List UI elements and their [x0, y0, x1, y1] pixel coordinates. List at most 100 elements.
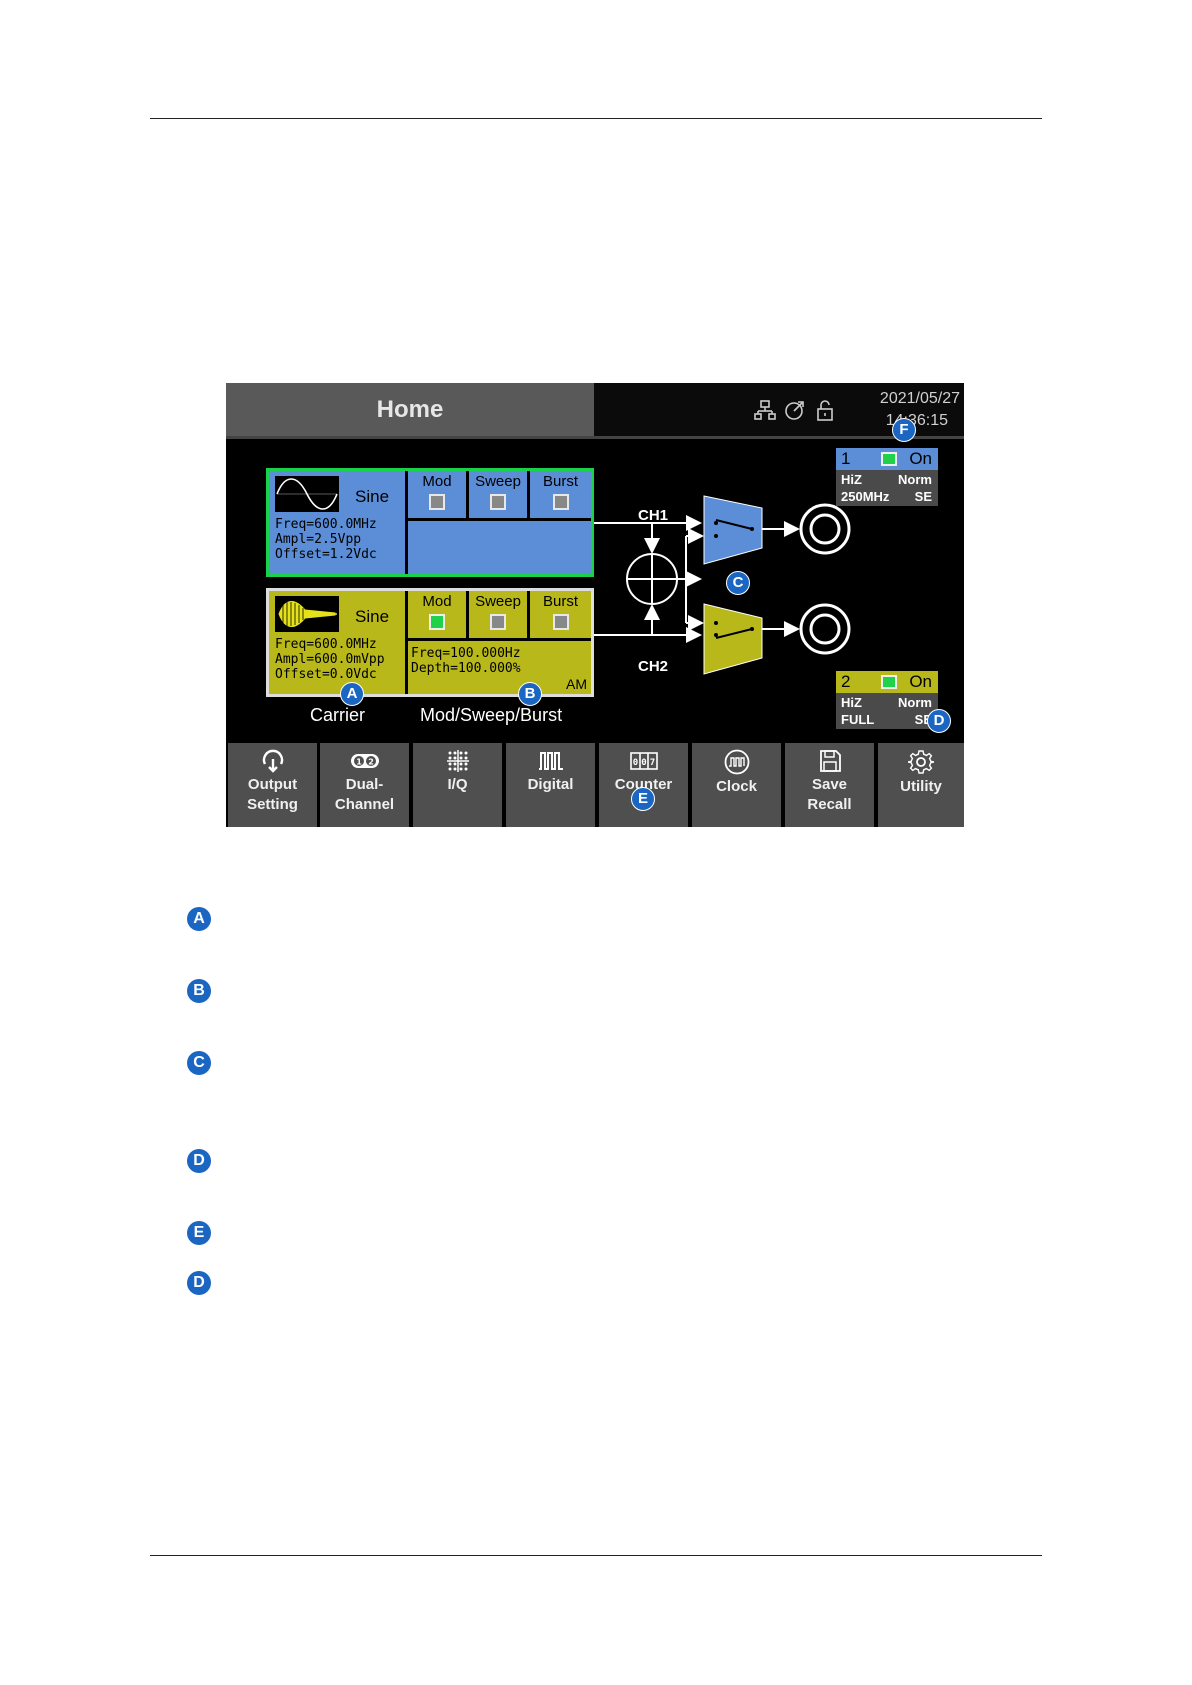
dual-channel-label2: Channel [334, 796, 395, 813]
iq-label: I/Q [447, 776, 468, 793]
counter-button[interactable]: 0 0 7 Counter [599, 743, 688, 827]
ch2-label: CH2 [638, 658, 669, 675]
marker-a: A [340, 682, 364, 706]
out2-load: HiZ [841, 695, 862, 710]
ch2-sweep-checkbox[interactable] [490, 614, 506, 630]
output2-status[interactable]: 2 On HiZ Norm FULL SE [836, 671, 938, 729]
legend-marker-b: B [187, 979, 211, 1003]
modulated-wave-icon [275, 596, 339, 632]
dual-channel-button[interactable]: 1 2 Dual- Channel [320, 743, 409, 827]
ch1-sweep-toggle[interactable]: Sweep [469, 471, 530, 521]
mod-label: Mod [422, 593, 452, 610]
out2-mode: Norm [898, 695, 932, 710]
ch1-offset: Offset=1.2Vdc [275, 547, 377, 562]
ch2-burst-toggle[interactable]: Burst [530, 591, 591, 641]
gear-icon [908, 750, 934, 774]
out2-bandwidth: FULL [841, 712, 875, 727]
marker-d: D [927, 709, 951, 733]
title-bar: Home [226, 383, 594, 436]
output-setting-label1: Output [247, 776, 298, 793]
instrument-screen: Home 2021/05/27 14:36:15 [226, 383, 964, 827]
sine-wave-icon [275, 476, 339, 512]
svg-text:0: 0 [641, 758, 646, 768]
header-divider [226, 436, 964, 439]
legend-marker-c: C [187, 1051, 211, 1075]
ch1-carrier[interactable]: Sine Freq=600.0MHz Ampl=2.5Vpp Offset=1.… [269, 471, 408, 574]
digital-label: Digital [527, 776, 574, 793]
ch2-sweep-toggle[interactable]: Sweep [469, 591, 530, 641]
ch2-burst-checkbox[interactable] [552, 614, 569, 630]
top-rule [150, 118, 1042, 119]
burst-label: Burst [542, 593, 578, 610]
ch2-offset: Offset=0.0Vdc [275, 667, 377, 682]
ch2-mod-info[interactable]: Freq=100.000Hz Depth=100.000% AM [408, 644, 591, 694]
page-title: Home [376, 395, 444, 423]
out1-type: SE [914, 489, 932, 504]
ch2-mod-toggle[interactable]: Mod [408, 591, 469, 641]
utility-button[interactable]: Utility [878, 743, 964, 827]
ch2-mod-depth: Depth=100.000% [411, 661, 521, 676]
burst-label: Burst [542, 473, 578, 490]
remote-icon[interactable] [784, 399, 806, 421]
save-icon [819, 750, 841, 772]
sweep-label: Sweep [475, 473, 521, 490]
lock-icon[interactable] [814, 399, 836, 421]
bottom-rule [150, 1555, 1042, 1556]
mod-label: Mod [422, 473, 452, 490]
legend-marker-d2: D [187, 1271, 211, 1295]
iq-icon [446, 750, 469, 772]
bottom-toolbar: Output Setting 1 2 Dual- Channel [226, 741, 964, 827]
save-label: Save [811, 776, 848, 793]
output1-status[interactable]: 1 On HiZ Norm 250MHz SE [836, 448, 938, 506]
digital-button[interactable]: Digital [506, 743, 595, 827]
date-display: 2021/05/27 [879, 390, 960, 407]
counter-label: Counter [614, 776, 673, 793]
out2-state: On [909, 672, 932, 691]
ch2-panel[interactable]: Sine Freq=600.0MHz Ampl=600.0mVpp Offset… [266, 588, 594, 697]
network-icon[interactable] [754, 399, 776, 421]
ch1-label: CH1 [638, 507, 669, 524]
out1-bandwidth: 250MHz [841, 489, 890, 504]
out1-led [881, 452, 897, 466]
clock-icon [724, 749, 749, 775]
ch1-mod-checkbox[interactable] [429, 494, 445, 510]
save-recall-button[interactable]: Save Recall [785, 743, 874, 827]
clock-button[interactable]: Clock [692, 743, 781, 827]
svg-text:0: 0 [632, 758, 637, 768]
ch1-freq: Freq=600.0MHz [275, 517, 377, 532]
dual-channel-icon: 1 2 [350, 754, 379, 768]
output-setting-button[interactable]: Output Setting [228, 743, 317, 827]
utility-label: Utility [900, 778, 942, 795]
legend-marker-a: A [187, 907, 211, 931]
ch2-ampl: Ampl=600.0mVpp [275, 652, 385, 667]
marker-e: E [631, 787, 655, 811]
marker-f: F [892, 418, 916, 442]
ch1-mod-toggle[interactable]: Mod [408, 471, 469, 521]
out2-number: 2 [841, 672, 851, 691]
legend-marker-e: E [187, 1221, 211, 1245]
ch1-waveform-name: Sine [355, 487, 390, 506]
legend-marker-d: D [187, 1149, 211, 1173]
ch1-panel[interactable]: Sine Freq=600.0MHz Ampl=2.5Vpp Offset=1.… [266, 468, 594, 577]
svg-text:1: 1 [356, 758, 362, 767]
iq-button[interactable]: I/Q [413, 743, 502, 827]
ch2-mod-type: AM [566, 676, 587, 692]
ch1-sweep-checkbox[interactable] [490, 494, 506, 510]
out1-number: 1 [841, 449, 851, 468]
ch1-burst-checkbox[interactable] [552, 494, 569, 510]
out1-mode: Norm [898, 472, 932, 487]
ch2-mod-checkbox[interactable] [429, 614, 445, 630]
carrier-caption: Carrier [310, 705, 366, 725]
ch1-burst-toggle[interactable]: Burst [530, 471, 591, 521]
out1-state: On [909, 449, 932, 468]
recall-label: Recall [807, 796, 852, 813]
signal-flow-diagram [594, 495, 851, 675]
ch1-ampl: Ampl=2.5Vpp [275, 532, 362, 547]
counter-icon: 0 0 7 [629, 752, 658, 770]
ch2-mod-freq: Freq=100.000Hz [411, 646, 521, 661]
dual-channel-label1: Dual- [345, 776, 384, 793]
digital-icon [538, 752, 563, 770]
out2-led [881, 675, 897, 689]
svg-text:7: 7 [649, 758, 654, 768]
ch2-carrier[interactable]: Sine Freq=600.0MHz Ampl=600.0mVpp Offset… [269, 591, 408, 694]
